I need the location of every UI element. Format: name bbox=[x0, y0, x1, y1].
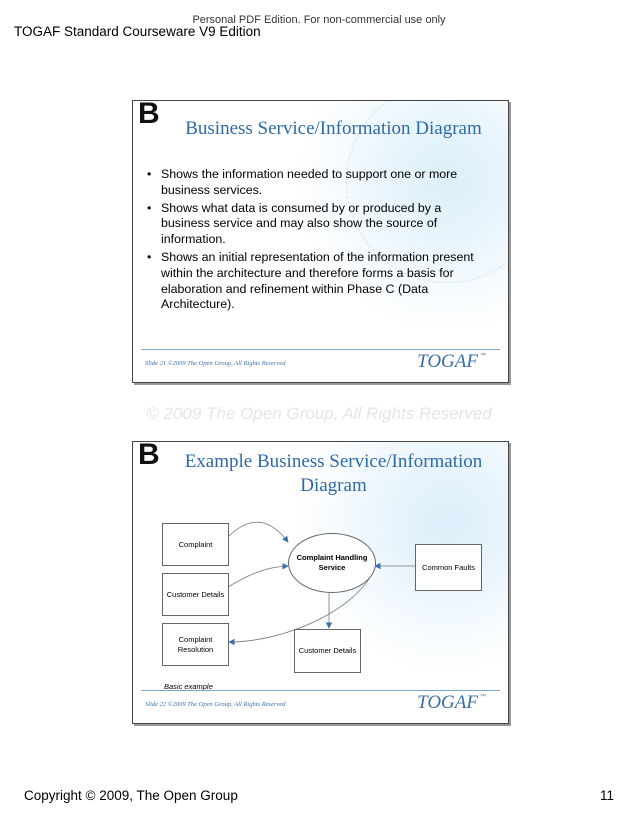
page-number: 11 bbox=[599, 788, 614, 803]
section-letter: B bbox=[138, 441, 160, 471]
bullet-icon: • bbox=[147, 167, 152, 181]
slide-footer: Slide 22 ©2009 The Open Group, All Right… bbox=[145, 701, 286, 708]
slide-21: B Business Service/Information Diagram •… bbox=[132, 100, 509, 383]
arrow-service-to-resolution bbox=[228, 571, 374, 646]
complaint-box: Complaint bbox=[162, 523, 229, 566]
box-label: Customer Details bbox=[166, 589, 225, 599]
diagram-caption: Basic example bbox=[164, 682, 213, 691]
bullet-text: Shows the information needed to support … bbox=[161, 167, 458, 197]
box-label: Complaint Resolution bbox=[177, 634, 214, 654]
togaf-logo: TOGAF bbox=[417, 351, 478, 372]
trademark-mark: ™ bbox=[480, 353, 486, 359]
slide-footer: Slide 21 ©2009 The Open Group, All Right… bbox=[145, 360, 286, 367]
box-label: Common Faults bbox=[422, 562, 475, 572]
togaf-logo: TOGAF bbox=[417, 692, 478, 713]
common-faults-box: Common Faults bbox=[415, 544, 482, 591]
course-title: TOGAF Standard Courseware V9 Edition bbox=[14, 24, 261, 39]
bullet-item: • Shows an initial representation of the … bbox=[145, 250, 485, 313]
complaint-handling-service-ellipse: Complaint Handling Service bbox=[288, 533, 376, 593]
bullet-icon: • bbox=[147, 249, 152, 264]
trademark-mark: ™ bbox=[480, 694, 486, 700]
section-letter: B bbox=[138, 100, 160, 130]
personal-edition-notice: Personal PDF Edition. For non-commercial… bbox=[192, 14, 446, 26]
arrow-complaint-to-service bbox=[227, 521, 289, 543]
diagram-connectors bbox=[227, 521, 415, 646]
ellipse-label: Complaint Handling Service bbox=[296, 553, 368, 572]
slide-22: B Example Business Service/Information D… bbox=[132, 441, 509, 724]
bullet-icon: • bbox=[147, 200, 152, 215]
bullet-list: • Shows the information needed to support… bbox=[145, 167, 485, 315]
slide-title: Business Service/Information Diagram bbox=[185, 118, 482, 139]
customer-details-bottom-box: Customer Details bbox=[294, 629, 361, 673]
slide-title: Example Business Service/Information Dia… bbox=[184, 451, 483, 496]
footer-divider bbox=[141, 690, 500, 691]
bullet-item: • Shows what data is consumed by or produ… bbox=[145, 201, 485, 248]
arrow-customer-details-to-service bbox=[227, 563, 289, 588]
complaint-resolution-box: Complaint Resolution bbox=[162, 623, 229, 666]
box-label: Complaint bbox=[178, 539, 213, 549]
page-copyright: Copyright © 2009, The Open Group bbox=[24, 788, 238, 803]
bullet-text: Shows what data is consumed by or produc… bbox=[161, 200, 442, 247]
bullet-item: • Shows the information needed to support… bbox=[145, 167, 485, 199]
box-label: Customer Details bbox=[298, 646, 357, 655]
bullet-text: Shows an initial representation of the i… bbox=[161, 249, 474, 312]
copyright-watermark: © 2009 The Open Group, All Rights Reserv… bbox=[146, 404, 492, 423]
footer-divider bbox=[141, 349, 500, 350]
customer-details-left-box: Customer Details bbox=[162, 573, 229, 616]
